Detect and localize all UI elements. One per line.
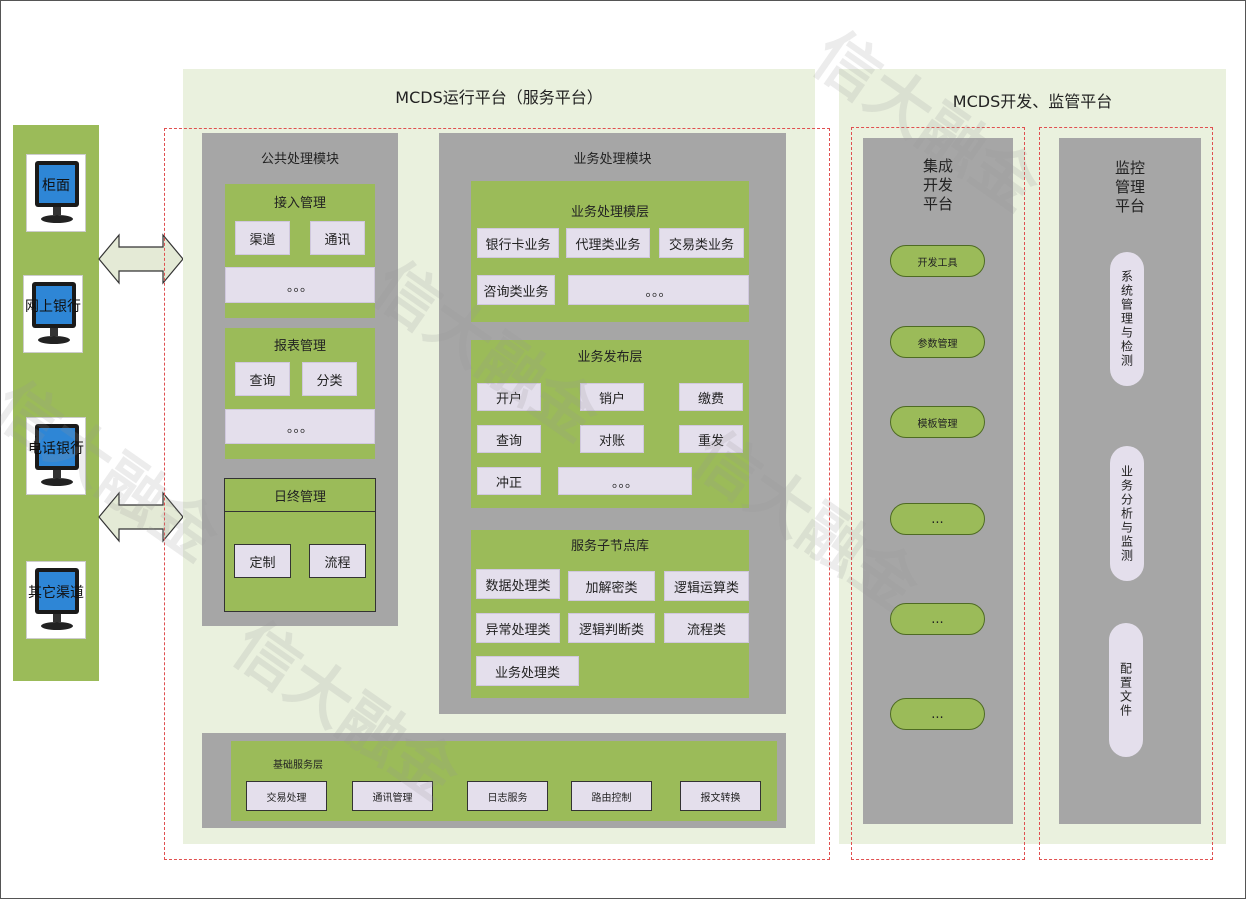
node-library-title: 服务子节点库 bbox=[570, 538, 649, 554]
channel-label: 网上银行 bbox=[25, 299, 81, 315]
dev-tool-item: 开发工具 bbox=[890, 245, 985, 277]
logic-judge-item: 逻辑判断类 bbox=[568, 613, 655, 643]
more-item: 。。。 bbox=[225, 409, 375, 444]
monitor-icon bbox=[35, 568, 79, 630]
comm-item: 通讯 bbox=[310, 221, 365, 255]
more-item: 。。。 bbox=[225, 267, 375, 303]
monitor-icon bbox=[35, 161, 79, 223]
business-module-title: 业务处理模块 bbox=[573, 151, 652, 167]
more-item: 。。。 bbox=[568, 275, 749, 305]
param-management-item: 参数管理 bbox=[890, 326, 985, 358]
config-file-item: 配置文件 bbox=[1109, 623, 1143, 757]
bank-card-item: 银行卡业务 bbox=[477, 228, 559, 258]
payment-item: 缴费 bbox=[679, 383, 743, 411]
template-management-item: 模板管理 bbox=[890, 406, 985, 438]
business-process-item: 业务处理类 bbox=[476, 656, 579, 686]
runtime-dashed-frame bbox=[164, 128, 830, 860]
more-item: ... bbox=[890, 698, 985, 730]
log-service-item: 日志服务 bbox=[467, 781, 548, 811]
public-module-title: 公共处理模块 bbox=[260, 151, 339, 167]
agency-item: 代理类业务 bbox=[566, 228, 650, 258]
close-account-item: 销户 bbox=[580, 383, 644, 411]
base-services-title: 基础服务层 bbox=[273, 760, 323, 771]
integration-dashed-frame bbox=[851, 127, 1025, 860]
message-convert-item: 报文转换 bbox=[680, 781, 761, 811]
consult-item: 咨询类业务 bbox=[477, 275, 555, 305]
eod-management-title: 日终管理 bbox=[224, 479, 376, 512]
open-account-item: 开户 bbox=[477, 383, 541, 411]
trade-item: 交易类业务 bbox=[659, 228, 744, 258]
data-process-item: 数据处理类 bbox=[476, 569, 560, 599]
integration-platform-title: 集成 开发 平台 bbox=[922, 157, 953, 213]
more-item: ... bbox=[890, 503, 985, 535]
channel-column: 柜面 网上银行 电话银行 bbox=[13, 125, 99, 681]
customize-item: 定制 bbox=[234, 544, 291, 578]
process-class-item: 流程类 bbox=[664, 613, 749, 643]
channel-counter: 柜面 bbox=[26, 154, 86, 232]
logic-op-item: 逻辑运算类 bbox=[664, 571, 749, 601]
report-management-title: 报表管理 bbox=[273, 338, 326, 354]
channel-phone-bank: 电话银行 bbox=[26, 417, 86, 495]
dev-platform-title: MCDS开发、监管平台 bbox=[952, 92, 1113, 111]
query-item: 查询 bbox=[235, 362, 290, 396]
publish-layer-title: 业务发布层 bbox=[577, 349, 643, 365]
channel-label: 电话银行 bbox=[28, 441, 84, 457]
category-item: 分类 bbox=[302, 362, 357, 396]
monitor-icon bbox=[32, 282, 76, 344]
crypto-item: 加解密类 bbox=[568, 571, 655, 601]
access-management-title: 接入管理 bbox=[273, 195, 326, 211]
monitor-icon bbox=[35, 424, 79, 486]
channel-other: 其它渠道 bbox=[26, 561, 86, 639]
channel-item: 渠道 bbox=[235, 221, 290, 255]
resend-item: 重发 bbox=[679, 425, 743, 453]
more-item: ... bbox=[890, 603, 985, 635]
query-item: 查询 bbox=[477, 425, 541, 453]
business-analysis-item: 业务分析与监测 bbox=[1110, 446, 1144, 581]
monitor-platform-title: 监控 管理 平台 bbox=[1114, 159, 1145, 215]
trade-process-item: 交易处理 bbox=[246, 781, 327, 811]
flow-item: 流程 bbox=[309, 544, 366, 578]
channel-online-bank: 网上银行 bbox=[23, 275, 83, 353]
more-item: 。。。 bbox=[558, 467, 692, 495]
channel-label: 柜面 bbox=[42, 178, 70, 194]
runtime-platform-title: MCDS运行平台（服务平台） bbox=[395, 88, 603, 107]
exception-item: 异常处理类 bbox=[476, 613, 560, 643]
channel-label: 其它渠道 bbox=[28, 585, 84, 601]
monitor-dashed-frame bbox=[1039, 127, 1213, 860]
system-check-item: 系统管理与检测 bbox=[1110, 252, 1144, 386]
comm-management-item: 通讯管理 bbox=[352, 781, 433, 811]
business-layer-title: 业务处理模层 bbox=[570, 204, 649, 220]
reversal-item: 冲正 bbox=[477, 467, 541, 495]
routing-control-item: 路由控制 bbox=[571, 781, 652, 811]
reconcile-item: 对账 bbox=[580, 425, 644, 453]
